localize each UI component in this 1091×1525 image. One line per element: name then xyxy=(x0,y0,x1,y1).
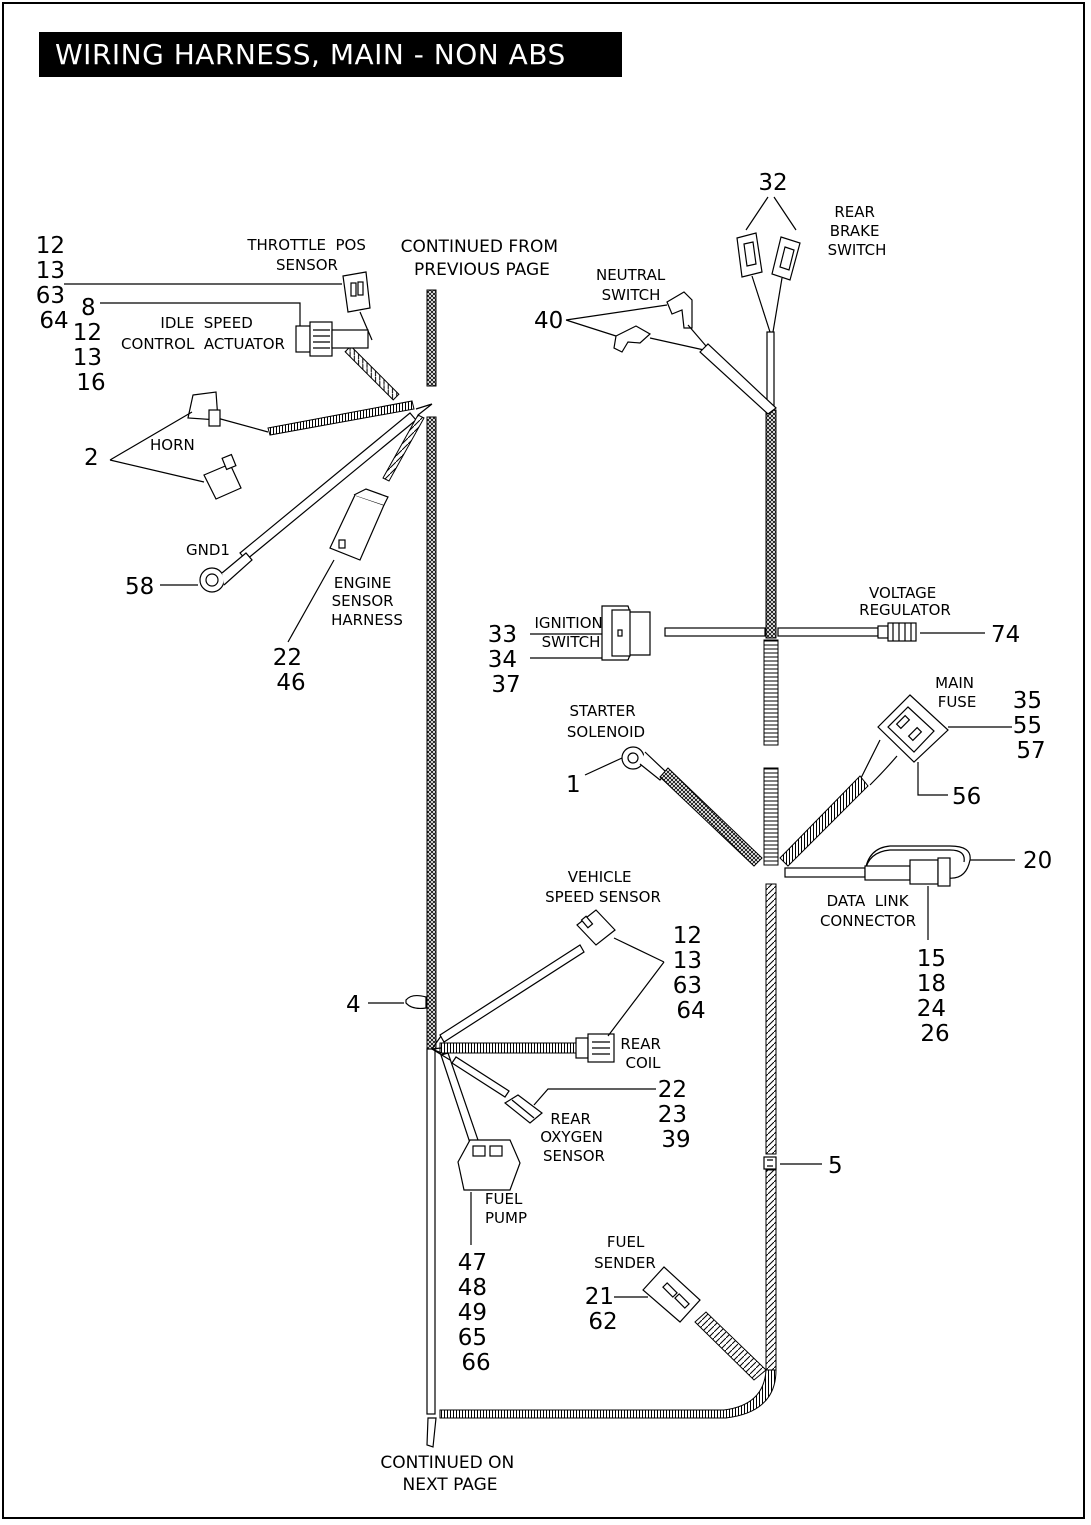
horn-connectors xyxy=(187,391,242,500)
callout-starter-solenoid: 1 xyxy=(566,772,581,798)
main-fuse-label: MAIN FUSE xyxy=(935,674,979,711)
callout-main-fuse-b: 56 xyxy=(952,784,981,810)
idle-speed-control-actuator-label: IDLE SPEED CONTROL ACTUATOR xyxy=(121,314,285,353)
component-labels: CONTINUED FROM PREVIOUS PAGE CONTINUED O… xyxy=(121,203,979,1495)
gnd1-ring-terminal xyxy=(199,552,253,593)
callout-rear-oxygen-sensor: 22 23 39 xyxy=(658,1077,695,1153)
callout-idle-speed-b: 12 13 16 xyxy=(73,320,110,396)
fuel-pump-connector xyxy=(457,1139,521,1191)
rear-brake-switch-connectors xyxy=(736,232,801,333)
right-main-trunk xyxy=(439,331,779,1419)
callout-voltage-regulator: 74 xyxy=(991,622,1020,648)
fuel-sender-connector xyxy=(642,1266,767,1381)
engine-sensor-harness-label: ENGINE SENSOR HARNESS xyxy=(331,574,403,629)
horn-label: HORN xyxy=(150,436,195,454)
neutral-switch-connectors xyxy=(613,291,777,415)
callout-fuel-sender: 21 62 xyxy=(585,1284,622,1335)
starter-solenoid-label: STARTER SOLENOID xyxy=(567,702,645,741)
callout-data-link-a: 20 xyxy=(1023,848,1052,874)
callout-engine-sensor-harness: 22 46 xyxy=(273,645,310,696)
callout-neutral-switch: 40 xyxy=(534,308,563,334)
vehicle-speed-sensor-connector xyxy=(576,909,616,946)
vehicle-speed-sensor-label: VEHICLE SPEED SENSOR xyxy=(545,868,661,906)
data-link-connector-label: DATA LINK CONNECTOR xyxy=(820,892,916,930)
voltage-regulator-connector xyxy=(777,622,917,642)
gnd1-label: GND1 xyxy=(186,541,230,559)
neutral-switch-label: NEUTRAL SWITCH xyxy=(596,266,670,304)
callout-clip-left: 4 xyxy=(346,992,361,1018)
voltage-regulator-label: VOLTAGE REGULATOR xyxy=(859,584,951,619)
leader-lines xyxy=(64,196,1015,1298)
callout-data-link-b: 15 18 24 26 xyxy=(917,946,954,1047)
callout-numbers: 12 13 63 64 8 12 13 16 2 58 22 46 32 40 … xyxy=(36,170,1053,1376)
rear-oxygen-sensor-label: REAR OXYGEN SENSOR xyxy=(540,1110,607,1165)
clip-4 xyxy=(405,994,427,1010)
rear-brake-switch-label: REAR BRAKE SWITCH xyxy=(828,203,887,259)
fuel-pump-label: FUEL PUMP xyxy=(485,1190,527,1227)
ignition-switch-label: IGNITION SWITCH xyxy=(534,614,607,651)
fuel-sender-label: FUEL SENDER xyxy=(594,1233,656,1272)
callout-main-fuse: 35 55 57 xyxy=(1013,688,1050,764)
rear-coil-label: REAR COIL xyxy=(620,1035,665,1072)
callout-gnd1: 58 xyxy=(125,574,154,600)
continued-from-label: CONTINUED FROM PREVIOUS PAGE xyxy=(401,237,564,280)
left-main-trunk xyxy=(426,289,437,1448)
starter-solenoid-terminal xyxy=(621,746,763,867)
main-fuse-connector xyxy=(779,694,949,867)
engine-sensor-harness-connector xyxy=(329,488,389,561)
rear-oxygen-sensor-connector xyxy=(503,1094,543,1124)
throttle-pos-sensor-connector xyxy=(342,271,371,313)
continued-on-label: CONTINUED ON NEXT PAGE xyxy=(380,1453,519,1495)
clip-5 xyxy=(763,1156,777,1170)
callout-ignition-switch: 33 34 37 xyxy=(488,622,525,698)
callout-vehicle-speed-sensor: 12 13 63 64 xyxy=(673,923,710,1024)
data-link-connector xyxy=(784,845,971,887)
callout-fuel-pump: 47 48 49 65 66 xyxy=(458,1250,495,1376)
idle-speed-control-actuator-connector xyxy=(295,321,369,357)
callout-throttle-pos: 12 13 63 64 xyxy=(36,233,73,334)
rear-coil-connector xyxy=(575,1033,615,1063)
callout-rear-brake-switch: 32 xyxy=(758,170,787,196)
callout-horn: 2 xyxy=(84,445,99,471)
upper-left-branches xyxy=(216,311,433,561)
ignition-switch-connector xyxy=(601,605,766,661)
callout-clip-right: 5 xyxy=(828,1153,843,1179)
callout-idle-speed-a: 8 xyxy=(81,295,96,321)
throttle-pos-sensor-label: THROTTLE POS SENSOR xyxy=(246,236,370,274)
page-title: WIRING HARNESS, MAIN - NON ABS xyxy=(39,32,622,77)
